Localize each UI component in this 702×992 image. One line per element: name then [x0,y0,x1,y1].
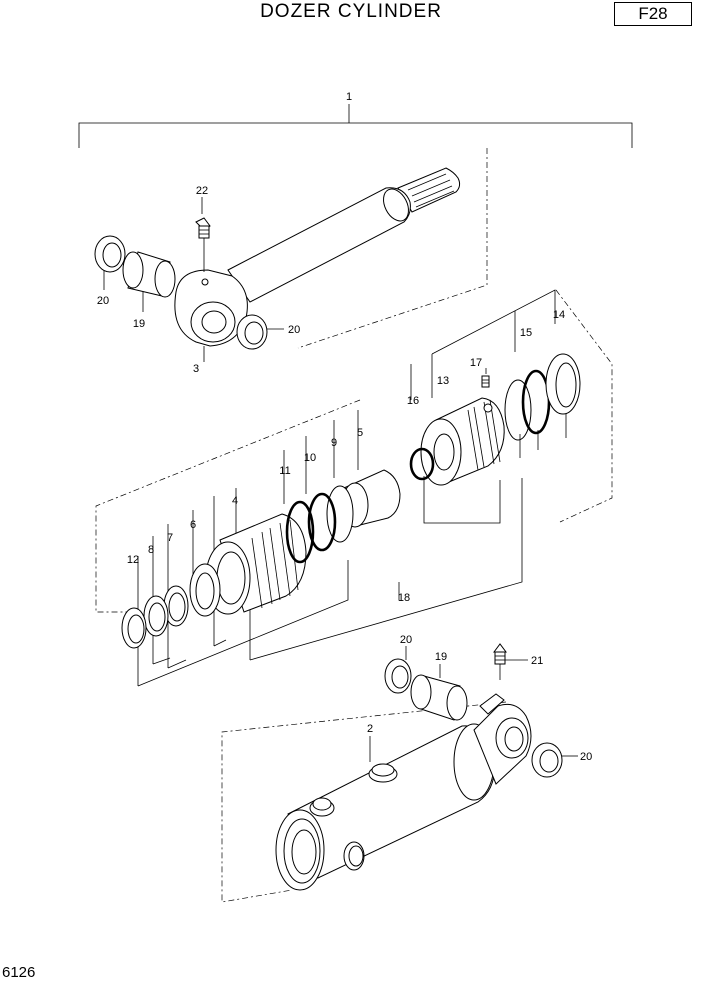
dust-seal-20-tube-right [531,742,578,778]
callout-16: 16 [407,395,419,407]
callout-1: 1 [346,91,352,103]
dust-seal-20-tube-top [384,646,412,694]
callout-19-tube: 19 [435,651,447,663]
callout-13: 13 [437,375,449,387]
bushing-19-tube [410,664,468,721]
callout-20-tube-top: 20 [400,634,412,646]
callout-20-tube-right: 20 [580,751,592,763]
callout-21: 21 [531,655,543,667]
cylinder-tube [221,693,532,903]
callout-15: 15 [520,327,532,339]
piston-assembly [95,399,523,687]
page-title: DOZER CYLINDER [260,1,442,22]
dust-seal-20-rod-left [94,235,126,290]
assembly-bracket [78,104,633,148]
callout-14: 14 [553,309,565,321]
callout-12: 12 [127,554,139,566]
callout-7: 7 [167,532,173,544]
callout-2: 2 [367,723,373,735]
callout-19-rod: 19 [133,318,145,330]
callout-10: 10 [304,452,316,464]
gland-assembly [409,289,613,524]
callout-5: 5 [357,427,363,439]
callout-20-rod-right: 20 [288,324,300,336]
bushing-19-rod [122,251,176,312]
piston-rod [174,148,488,349]
callout-4: 4 [232,495,238,507]
drawing-number: 6126 [2,964,36,981]
callout-11: 11 [279,465,290,477]
callout-6: 6 [190,519,196,531]
callout-8: 8 [148,544,154,556]
page-code-box: F28 [614,2,692,26]
grease-nipple-22 [195,197,211,272]
dust-seal-20-rod-right [236,314,284,350]
callout-20-rod-left: 20 [97,295,109,307]
grease-nipple-21 [493,643,528,680]
callout-17: 17 [470,357,482,369]
callout-18: 18 [398,592,410,604]
callout-22: 22 [196,185,208,197]
callout-9: 9 [331,437,337,449]
callout-3: 3 [193,363,199,375]
